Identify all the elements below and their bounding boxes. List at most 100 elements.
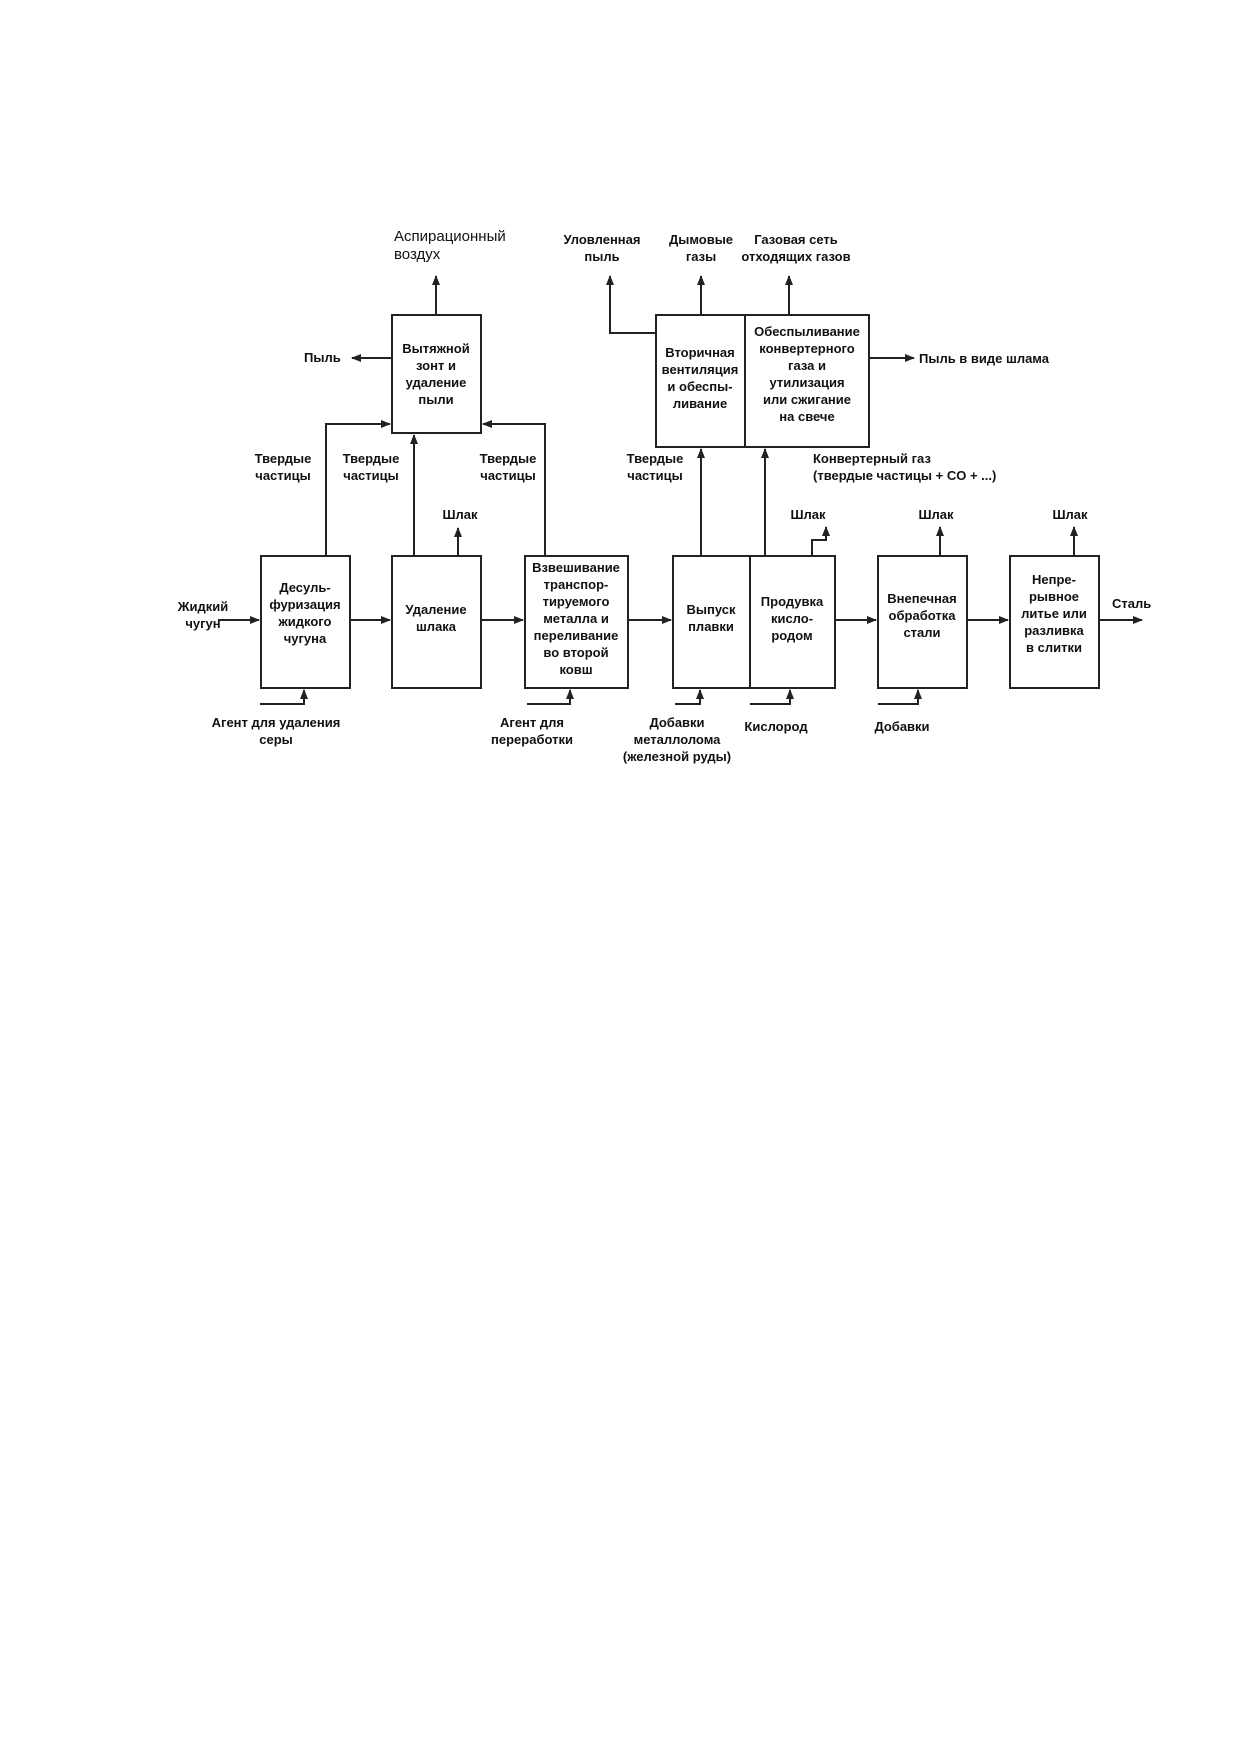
box-weighing-text: Взвешивание транспор-тируемого металла и пе… [532,560,620,677]
box-blowing-text: Продувка кисло-родом [761,594,824,643]
label-liquid-iron: Жидкий чугун [177,599,228,631]
label-converter-gas: Конвертерный газ (твердые частицы + CO + … [813,451,996,483]
box-gas-cleaning-text-line: на свече [779,409,834,424]
box-gas-cleaning-text-line: газа и [788,358,826,373]
box-secondary-ventilation-text-line: и обеспы- [667,379,732,394]
label-gas-network-line: отходящих газов [741,249,850,264]
label-solids-1-line: частицы [255,468,310,483]
arrow-processing-agent [527,689,574,705]
box-weighing-text-line: тируемого [543,594,610,609]
label-converter-gas-line: Конвертерный газ [813,451,931,466]
box-outfurnace-treatment [877,555,968,689]
label-dust: Пыль [304,350,341,365]
box-hood-text-line: удаление [406,375,467,390]
box-tapping-text-line: плавки [688,619,734,634]
label-scrap-additions-line: (железной руды) [623,749,731,764]
label-aspiration-air-line: Аспирационный [394,228,506,245]
arrow-solids-weighing-to-hood [482,420,546,556]
box-desulfurization-text-line: чугуна [284,631,327,646]
arrow-scrap-additions [675,689,704,705]
box-secondary-ventilation-text-line: Вторичная [665,345,735,360]
label-solids-2: Твердые частицы [343,451,400,483]
label-liquid-iron-line: чугун [185,616,220,631]
label-slag-3: Шлак [918,507,954,522]
box-gas-cleaning-text-line: утилизация [769,375,844,390]
box-hood [391,314,482,434]
box-secondary-ventilation [655,314,746,448]
box-weighing [524,555,629,689]
box-gas-cleaning-text-line: или сжигание [763,392,851,407]
label-liquid-iron-line: Жидкий [177,599,228,614]
box-continuous-casting-text-line: разливка [1024,623,1084,638]
box-slag-removal [391,555,482,689]
box-weighing-text-line: транспор- [544,577,609,592]
box-continuous-casting-text-line: в слитки [1026,640,1082,655]
label-solids-3-line: частицы [480,468,535,483]
label-dust-sludge: Пыль в виде шлама [919,351,1050,366]
box-gas-cleaning-text-line: конвертерного [759,341,855,356]
box-slag-removal-text-line: шлака [416,619,457,634]
box-tapping-text-line: Выпуск [687,602,736,617]
label-solids-2-line: частицы [343,468,398,483]
box-continuous-casting [1009,555,1100,689]
box-hood-text-line: Вытяжной [402,341,469,356]
box-outfurnace-treatment-text-line: Внепечная [887,591,956,606]
box-secondary-ventilation-text: Вторичная вентиляция и обеспы-ливание [662,345,739,411]
box-blowing-text-line: Продувка [761,594,824,609]
box-desulfurization-text-line: Десуль- [279,580,330,595]
box-hood-text-line: зонт и [416,358,456,373]
box-gas-cleaning-text: Обеспыливание конвертерного газа и утилизац… [754,324,860,424]
box-continuous-casting-text-line: Непре- [1032,572,1076,587]
label-solids-1-line: Твердые [255,451,312,466]
box-tapping-text: Выпуск плавки [687,602,736,634]
label-scrap-additions-line: металлолома [634,732,722,747]
box-desulfurization [260,555,351,689]
label-sulfur-agent-line: Агент для удаления [212,715,341,730]
label-solids-2-line: Твердые [343,451,400,466]
label-additions: Добавки [874,719,929,734]
label-sulfur-agent-line: серы [259,732,293,747]
label-sulfur-agent: Агент для удаления серы [212,715,341,747]
label-solids-1: Твердые частицы [255,451,312,483]
box-gas-cleaning [744,314,870,448]
box-desulfurization-text-line: фуризация [269,597,340,612]
box-weighing-text-line: во второй [543,645,608,660]
arrow-slag-out-2 [811,526,830,556]
label-captured-dust-line: Уловленная [564,232,641,247]
label-flue-gases-line: Дымовые [669,232,733,247]
label-solids-4-line: Твердые [627,451,684,466]
box-secondary-ventilation-text-line: ливание [673,396,727,411]
box-blowing-text-line: кисло- [771,611,813,626]
label-solids-3-line: Твердые [480,451,537,466]
label-gas-network-line: Газовая сеть [754,232,838,247]
box-secondary-ventilation-text-line: вентиляция [662,362,739,377]
box-blowing-text-line: родом [771,628,812,643]
label-oxygen: Кислород [744,719,808,734]
box-outfurnace-treatment-text-line: стали [903,625,940,640]
box-continuous-casting-text-line: литье или [1021,606,1087,621]
box-weighing-text-line: Взвешивание [532,560,620,575]
arrow-solids-desulf-to-hood [325,420,391,556]
box-continuous-casting-text-line: рывное [1029,589,1079,604]
label-solids-4-line: частицы [627,468,682,483]
box-slag-removal-text-line: Удаление [405,602,466,617]
box-desulfurization-text: Десуль-фуризация жидкого чугуна [269,580,340,646]
box-desulfurization-text-line: жидкого [278,614,332,629]
box-weighing-text-line: переливание [534,628,619,643]
box-weighing-text-line: металла и [543,611,609,626]
arrow-sulfur-agent [260,689,308,705]
label-aspiration-air-line: воздух [394,246,441,263]
box-weighing-text-line: ковш [559,662,592,677]
label-converter-gas-line: (твердые частицы + CO + ...) [813,468,996,483]
box-slag-removal-text: Удаление шлака [405,602,466,634]
box-gas-cleaning-text-line: Обеспыливание [754,324,860,339]
label-processing-agent-line: переработки [491,732,573,747]
label-solids-4: Твердые частицы [627,451,684,483]
